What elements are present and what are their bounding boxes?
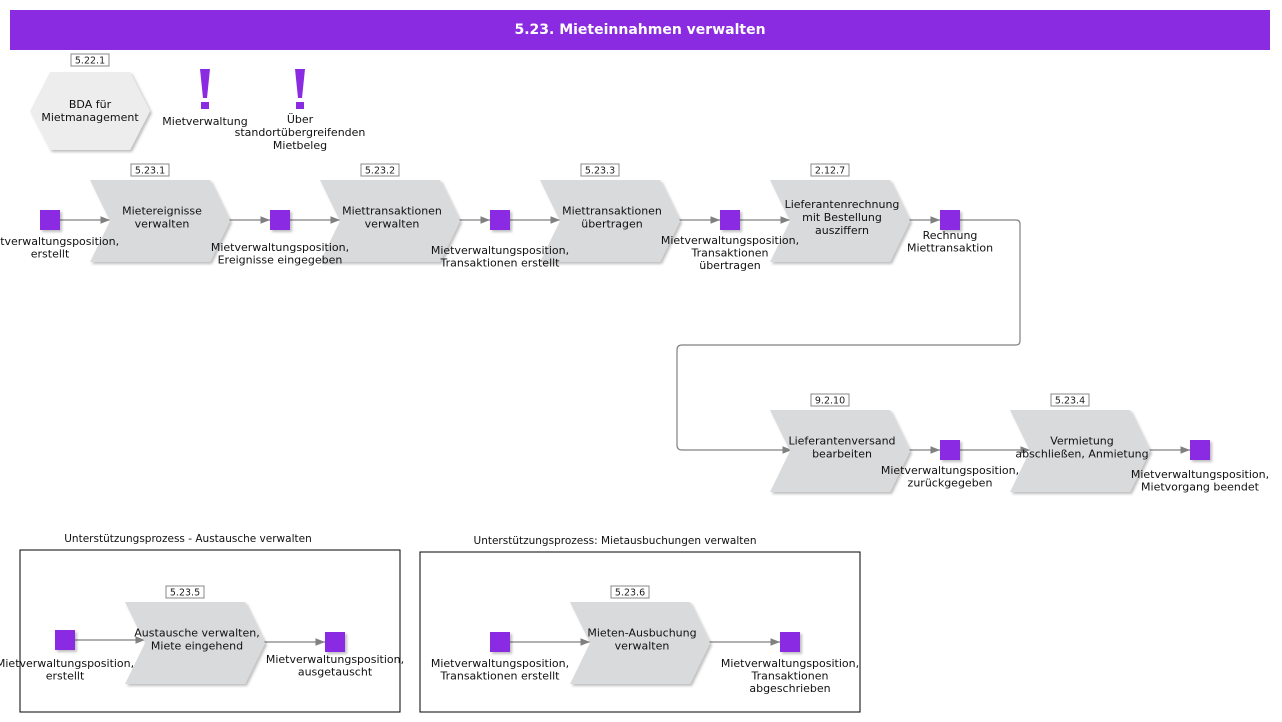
event-label: Mietverwaltungsposition,erstellt bbox=[0, 235, 119, 261]
event-label: Mietverwaltungsposition,Mietvorgang been… bbox=[1131, 468, 1269, 494]
event-node[interactable]: Mietverwaltungsposition,Ereignisse einge… bbox=[211, 210, 349, 267]
exclamation-icon bbox=[200, 69, 210, 109]
process-code: 5.23.5 bbox=[165, 585, 205, 599]
svg-text:5.22.1: 5.22.1 bbox=[75, 56, 105, 67]
connector-arrow bbox=[676, 219, 1021, 454]
process-code: 5.23.2 bbox=[360, 163, 400, 177]
note-label: Mietverwaltung bbox=[162, 115, 247, 128]
process-label: Austausche verwalten,Miete eingehend bbox=[134, 627, 259, 653]
event-node[interactable]: Mietverwaltungsposition,ausgetauscht bbox=[266, 632, 404, 679]
process-code: 5.23.1 bbox=[130, 163, 170, 177]
event-node[interactable]: Mietverwaltungsposition,erstellt bbox=[0, 630, 134, 683]
process-code: 5.23.3 bbox=[580, 163, 620, 177]
event-node[interactable]: Mietverwaltungsposition,Transaktionen er… bbox=[431, 632, 569, 683]
group-label: Unterstützungsprozess - Austausche verwa… bbox=[64, 533, 311, 545]
process-step[interactable]: Austausche verwalten,Miete eingehend bbox=[125, 602, 265, 684]
process-code: 5.23.6 bbox=[610, 585, 650, 599]
event-node[interactable]: Mietverwaltungsposition,Transaktionen er… bbox=[431, 210, 569, 270]
svg-text:5.23.6: 5.23.6 bbox=[615, 588, 645, 599]
process-code: 9.2.10 bbox=[810, 393, 850, 407]
event-node[interactable]: Mietverwaltungsposition,zurückgegeben bbox=[881, 440, 1019, 490]
exclamation-icon bbox=[295, 69, 305, 109]
event-label: Mietverwaltungsposition,Ereignisse einge… bbox=[211, 241, 349, 267]
process-code: 5.22.1 bbox=[70, 53, 110, 67]
support-process-group: Unterstützungsprozess - Austausche verwa… bbox=[19, 533, 401, 713]
support-process-group: Unterstützungsprozess: Mietausbuchungen … bbox=[419, 535, 861, 713]
svg-text:5.23.1: 5.23.1 bbox=[135, 166, 165, 177]
event-label: Mietverwaltungsposition,ausgetauscht bbox=[266, 653, 404, 679]
event-label: Mietverwaltungsposition,erstellt bbox=[0, 657, 134, 683]
svg-text:9.2.10: 9.2.10 bbox=[815, 396, 845, 407]
svg-text:5.23.2: 5.23.2 bbox=[365, 166, 395, 177]
event-node[interactable]: Mietverwaltungsposition,erstellt bbox=[0, 210, 119, 261]
connectors: Unterstützungsprozess - Austausche verwa… bbox=[19, 216, 1190, 713]
group-label: Unterstützungsprozess: Mietausbuchungen … bbox=[474, 535, 757, 547]
process-code: 2.12.7 bbox=[810, 163, 850, 177]
diagram-title: 5.23. Mieteinnahmen verwalten bbox=[10, 10, 1270, 50]
svg-text:5.23.3: 5.23.3 bbox=[585, 166, 615, 177]
svg-text:5.23.4: 5.23.4 bbox=[1055, 396, 1085, 407]
event-label: Mietverwaltungsposition,Transaktionen er… bbox=[431, 657, 569, 683]
process-code: 5.23.4 bbox=[1050, 393, 1090, 407]
svg-text:5.23.5: 5.23.5 bbox=[170, 588, 200, 599]
svg-text:2.12.7: 2.12.7 bbox=[815, 166, 845, 177]
event-node[interactable]: Mietverwaltungsposition,Mietvorgang been… bbox=[1131, 440, 1269, 494]
event-label: Mietverwaltungsposition,Transaktionen er… bbox=[431, 244, 569, 270]
event-label: Mietverwaltungsposition,zurückgegeben bbox=[881, 464, 1019, 490]
